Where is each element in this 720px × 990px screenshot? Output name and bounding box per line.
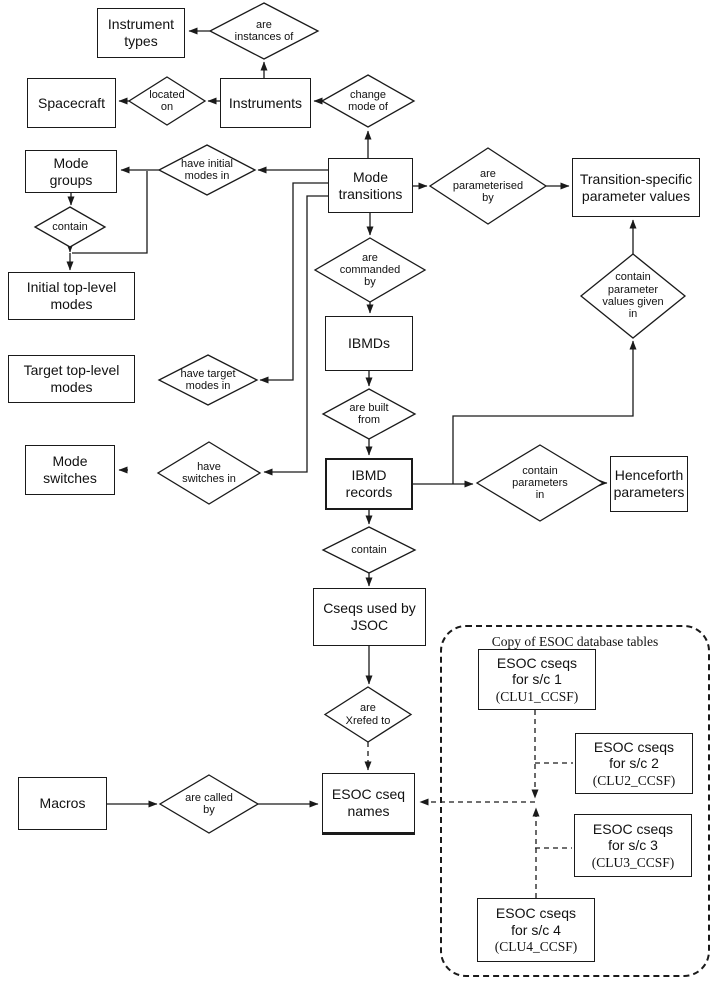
entity-transition-specific-parameter-values: Transition-specific parameter values	[572, 158, 700, 217]
relationship-are-built-from: are built from	[323, 389, 415, 439]
entity-ibmd-records: IBMD records	[325, 458, 413, 510]
entity-esoc-cseqs-sc1: ESOC cseqs for s/c 1 (CLU1_CCSF)	[478, 649, 596, 710]
entity-initial-top-level-modes: Initial top-level modes	[8, 272, 135, 320]
relationship-change-mode-of: change mode of	[322, 75, 414, 127]
entity-instrument-types: Instrument types	[97, 8, 185, 58]
relationship-are-parameterised-by: are parameterised by	[430, 148, 546, 224]
entity-instruments: Instruments	[220, 78, 311, 128]
entity-mode-transitions: Mode transitions	[328, 158, 413, 213]
entity-ibmds: IBMDs	[325, 316, 413, 371]
entity-esoc-cseq-names: ESOC cseq names	[322, 773, 415, 835]
relationship-are-called-by: are called by	[160, 775, 258, 833]
entity-henceforth-parameters: Henceforth parameters	[610, 456, 688, 512]
relationship-are-commanded-by: are commanded by	[315, 238, 425, 302]
relationship-contain-parameter-values-given-in: contain parameter values given in	[581, 254, 685, 338]
relationship-contain-cseqs: contain	[323, 527, 415, 573]
relationship-located-on: located on	[129, 77, 205, 125]
relationship-have-initial-modes-in: have initial modes in	[159, 145, 255, 195]
entity-cseqs-used-by-jsoc: Cseqs used by JSOC	[313, 588, 426, 646]
entity-esoc-cseqs-sc3: ESOC cseqs for s/c 3 (CLU3_CCSF)	[574, 814, 692, 877]
relationship-have-target-modes-in: have target modes in	[159, 355, 257, 405]
relationship-are-xrefed-to: are Xrefed to	[325, 687, 411, 742]
entity-esoc-cseqs-sc4: ESOC cseqs for s/c 4 (CLU4_CCSF)	[477, 898, 595, 962]
relationship-have-switches-in: have switches in	[158, 442, 260, 504]
relationship-are-instances-of: are instances of	[210, 3, 318, 59]
conn-ibmd-records-branch-to-contain-parameter-values	[452, 340, 637, 484]
entity-esoc-cseqs-sc2: ESOC cseqs for s/c 2 (CLU2_CCSF)	[575, 733, 693, 794]
entity-mode-switches: Mode switches	[25, 445, 115, 495]
conn-have-initial-branch	[72, 171, 148, 254]
entity-target-top-level-modes: Target top-level modes	[8, 355, 135, 403]
conn-mode-transitions-to-have-switches-in	[263, 195, 328, 476]
relationship-contain-parameters-in: contain parameters in	[477, 445, 603, 521]
conn-mode-transitions-to-have-target-modes-in	[259, 182, 328, 384]
entity-macros: Macros	[18, 777, 107, 830]
entity-mode-groups: Mode groups	[25, 150, 117, 193]
group-title: Copy of ESOC database tables	[491, 634, 659, 649]
entity-spacecraft: Spacecraft	[27, 78, 116, 128]
relationship-contain-modes: contain	[35, 207, 105, 247]
esoc-database-tables-group: Copy of ESOC database tables	[440, 625, 710, 977]
